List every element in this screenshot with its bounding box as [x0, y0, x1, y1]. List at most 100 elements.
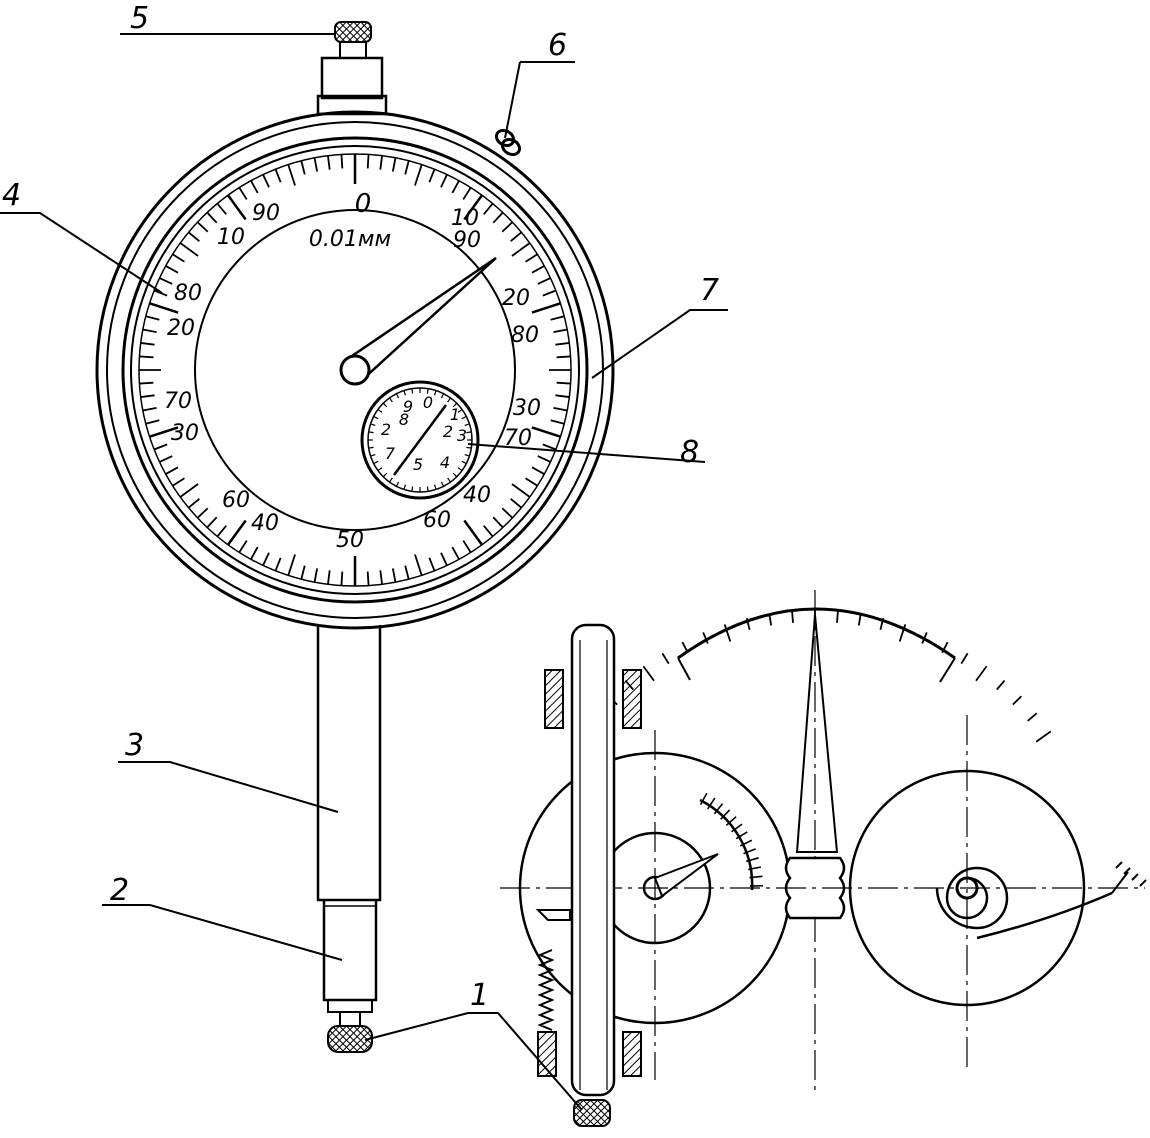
scale-tick [462, 187, 472, 200]
scale-tick [462, 540, 472, 553]
scale-tick [921, 632, 928, 644]
scale-tick [483, 525, 494, 538]
scale-tick [1012, 695, 1022, 706]
scale-tick [550, 419, 565, 425]
callout-7: 7 [700, 273, 719, 308]
scale-tick [461, 415, 467, 420]
bezel-inner [130, 145, 580, 595]
rack-guide [544, 669, 564, 729]
scale-tick [510, 231, 523, 242]
dial-label: 40 [251, 511, 279, 536]
dial-label: 20 [167, 316, 195, 341]
scale-tick [702, 632, 709, 644]
scale-tick [313, 568, 319, 583]
scale-tick [461, 460, 467, 465]
scale-tick [433, 390, 437, 396]
scale-tick [492, 211, 504, 224]
scale-tick [414, 554, 423, 576]
scale-tick [379, 570, 383, 585]
scale-tick [327, 570, 331, 585]
callout-3: 3 [125, 728, 144, 763]
scale-tick [531, 426, 561, 438]
rack-guide [622, 1031, 642, 1077]
scale-tick [735, 831, 748, 840]
scale-tick [165, 466, 179, 475]
scale-tick [179, 483, 199, 498]
scale-tick [395, 481, 400, 487]
scale-tick [172, 253, 185, 263]
callout-2: 2 [110, 873, 129, 908]
scale-tick [206, 516, 218, 529]
scale-tick [327, 155, 331, 170]
scale-tick [466, 431, 472, 434]
scale-tick [537, 277, 551, 285]
scale-tick [452, 402, 458, 408]
scale-tick [661, 652, 670, 665]
scale-tick [340, 571, 344, 586]
scale-tick [368, 431, 374, 434]
dial-label: 10 [451, 206, 479, 231]
scale-tick [426, 486, 429, 492]
scale-tick [748, 866, 762, 871]
hair-spring [935, 861, 1147, 940]
scale-tick [187, 231, 200, 242]
scale-tick [836, 610, 839, 623]
scale-tick [149, 426, 179, 438]
scale-tick [388, 397, 393, 403]
scale-tick [975, 665, 988, 682]
scale-tick [451, 546, 460, 560]
scale-tick [300, 160, 306, 175]
scale-tick [731, 823, 743, 833]
scale-tick [451, 180, 460, 194]
dial-label: 20 [502, 286, 530, 311]
scale-tick [377, 408, 383, 413]
scale-tick [556, 355, 571, 359]
scale-tick [791, 610, 794, 623]
scale-tick [366, 571, 370, 586]
scale-tick [373, 415, 379, 420]
scale-tick [1027, 712, 1038, 722]
scale-tick [511, 242, 531, 257]
scale-tick [366, 154, 370, 169]
scale-tick [428, 557, 436, 572]
main-scale-ticks [139, 154, 571, 586]
revolution-counter-dial: 0 1 2 3 4 5 7 2 8 9 [360, 380, 480, 500]
scale-tick [555, 342, 570, 346]
rack-spindle [535, 623, 616, 1097]
scale-tick [404, 160, 410, 175]
scale-tick [531, 265, 545, 274]
dial-label: 60 [222, 488, 250, 513]
scale-tick [187, 498, 200, 509]
scale-tick [370, 423, 376, 427]
bezel [121, 136, 589, 604]
scale-tick [440, 174, 448, 188]
scale-tick [531, 302, 561, 314]
scale-tick [373, 460, 379, 465]
scale-tick [382, 472, 388, 478]
scale-tick [377, 467, 383, 472]
scale-tick [426, 388, 429, 394]
scale-tick [457, 467, 463, 472]
scale-tick [447, 397, 452, 403]
stem-sleeve [316, 625, 382, 902]
top-knob [316, 21, 388, 116]
scale-tick [440, 393, 445, 399]
scale-tick [370, 453, 376, 457]
scale-tick [411, 388, 414, 394]
scale-tick [706, 797, 716, 810]
scale-tick [857, 613, 862, 626]
scale-tick [153, 443, 168, 451]
scale-tick [172, 477, 185, 487]
rack-guide [622, 669, 642, 729]
dial-label: 30 [171, 421, 199, 446]
scale-tick [196, 221, 209, 233]
scale-tick [313, 157, 319, 172]
scale-tick [556, 381, 571, 385]
scale-tick [739, 839, 753, 847]
scale-tick [542, 443, 557, 451]
scale-tick [463, 519, 483, 546]
scale-tick [720, 809, 731, 820]
scale-tick [464, 423, 470, 427]
scale-tick [287, 164, 296, 186]
